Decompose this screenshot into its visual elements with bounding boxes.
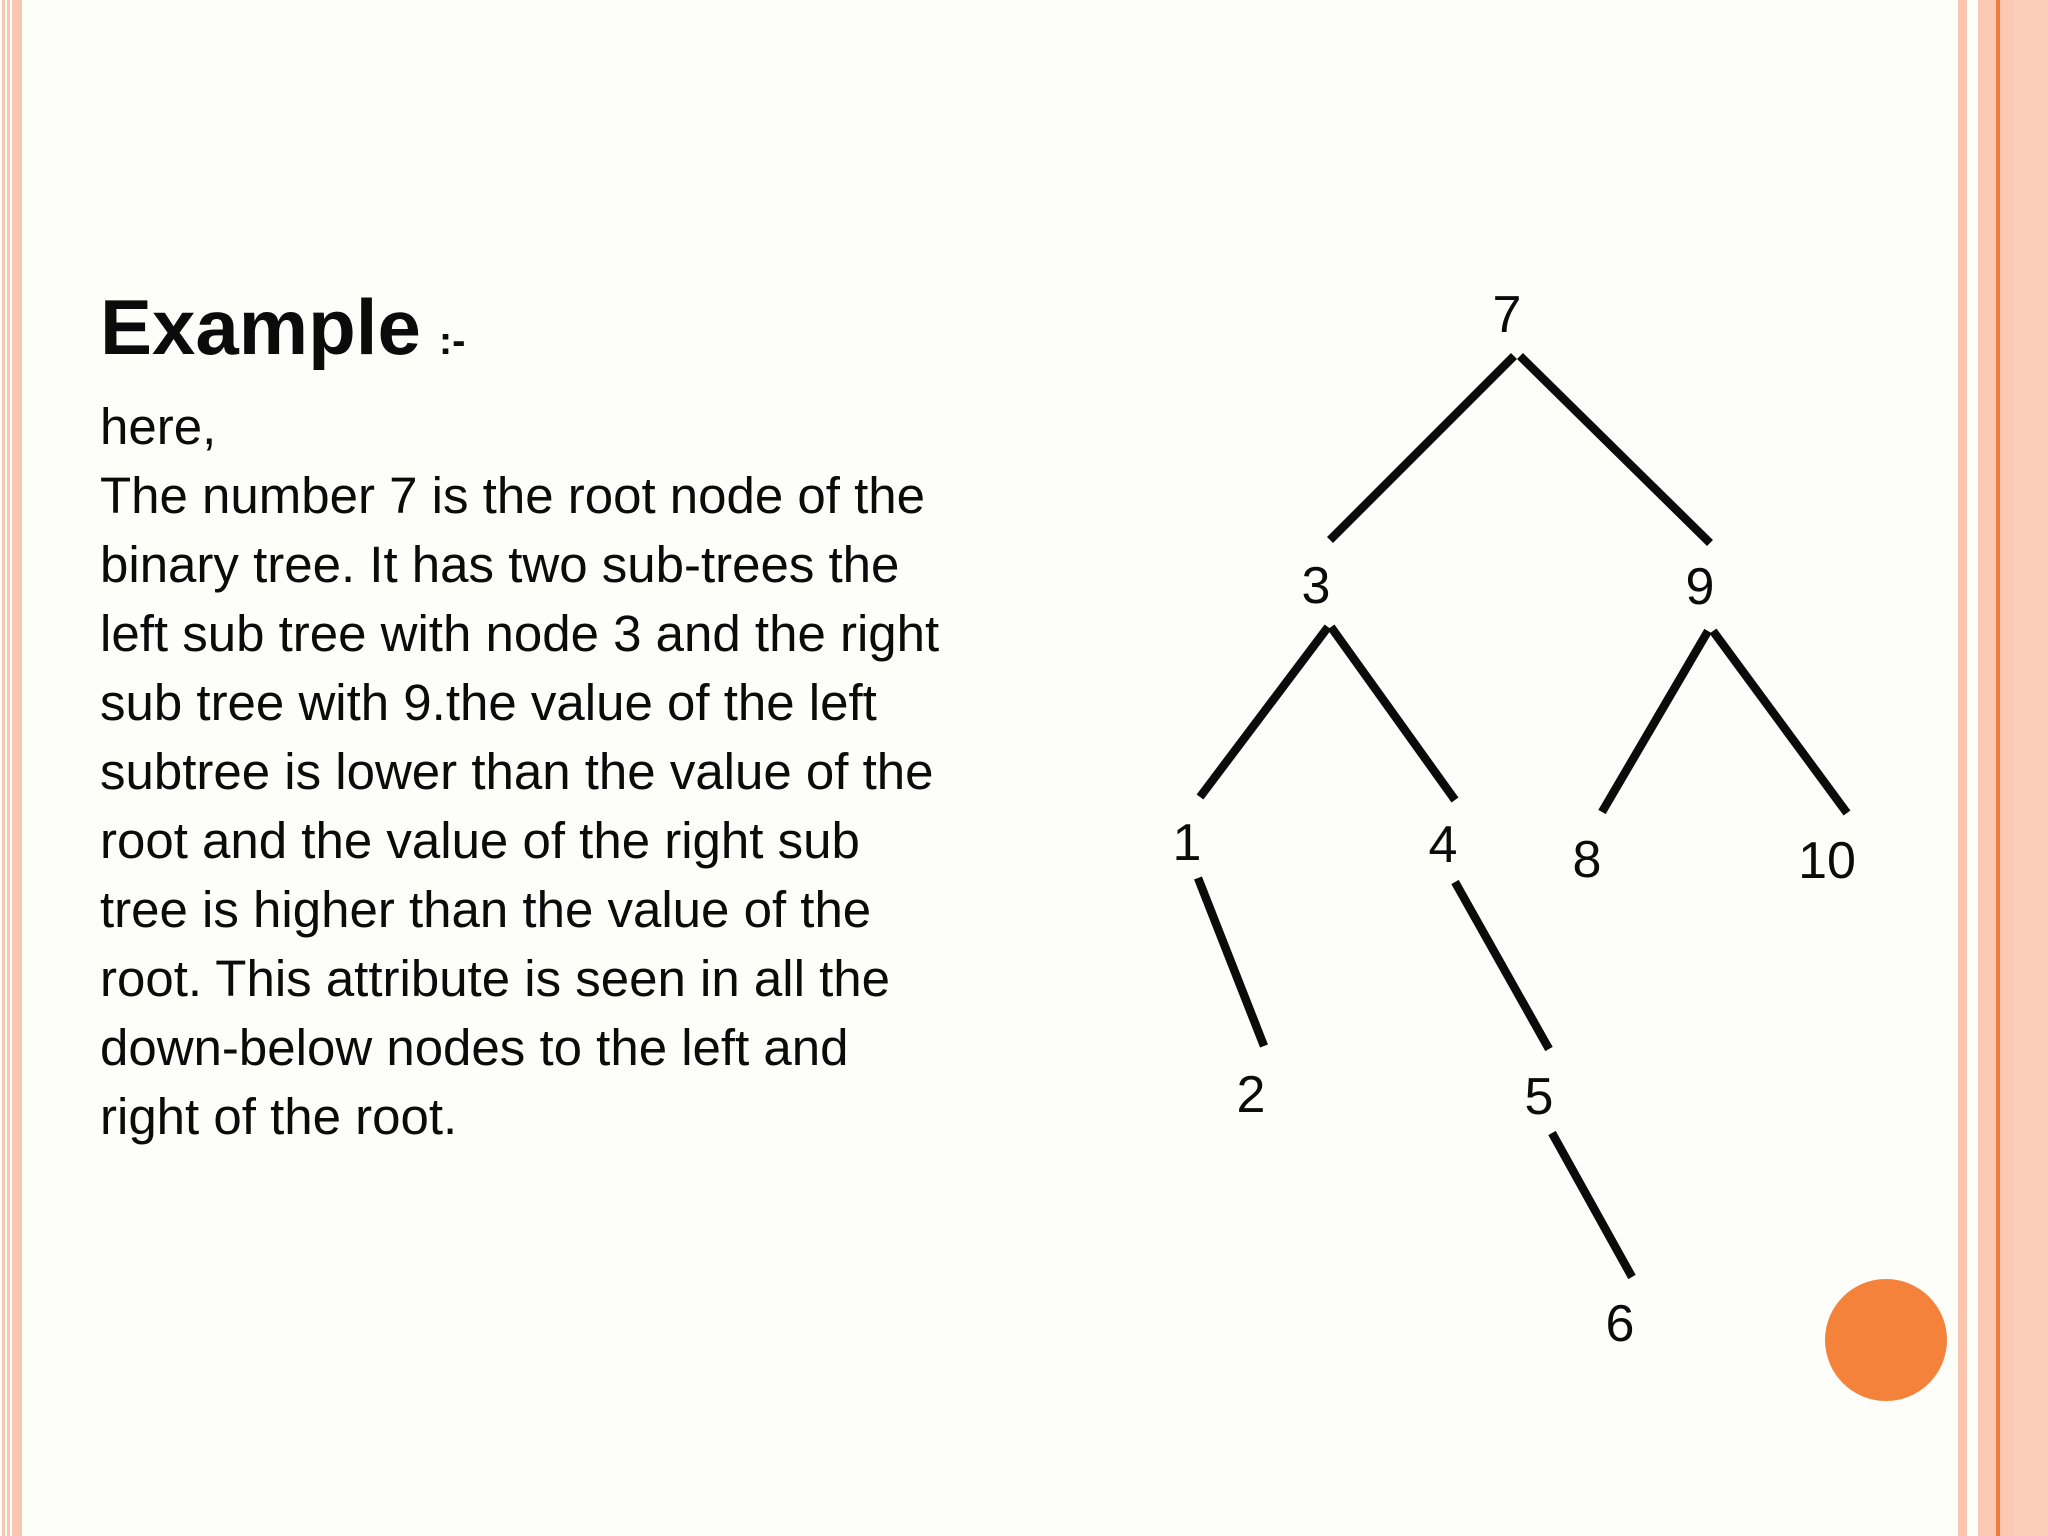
tree-node-label-2: 2 [1237, 1066, 1266, 1124]
tree-node-label-10: 10 [1798, 832, 1856, 890]
tree-node-label-7: 7 [1493, 286, 1522, 344]
right-border-stripe-3 [2014, 0, 2048, 1536]
title-text: Example [100, 283, 421, 371]
tree-edge-5-6 [1548, 1130, 1636, 1280]
tree-node-label-5: 5 [1525, 1068, 1554, 1126]
right-border-stripe-1 [1958, 0, 1967, 1536]
tree-node-label-4: 4 [1429, 816, 1458, 874]
tree-edge-4-5 [1451, 879, 1553, 1052]
tree-edge-9-10 [1709, 628, 1851, 816]
tree-edge-7-3 [1326, 352, 1518, 544]
tree-node-label-6: 6 [1606, 1295, 1635, 1353]
tree-node-label-3: 3 [1302, 557, 1331, 615]
left-border-stripe-2 [7, 0, 10, 1536]
tree-edge-3-1 [1196, 624, 1332, 800]
tree-node-label-1: 1 [1173, 814, 1202, 872]
left-border-stripe-3 [12, 0, 22, 1536]
left-border-stripe-1 [2, 0, 5, 1536]
tree-node-label-8: 8 [1573, 831, 1602, 889]
decorative-circle [1825, 1279, 1947, 1401]
title-suffix: :- [438, 319, 466, 363]
tree-edge-9-8 [1598, 628, 1712, 815]
tree-edge-7-9 [1517, 352, 1713, 547]
body-text: here, The number 7 is the root node of t… [100, 398, 940, 1145]
tree-edge-3-4 [1327, 624, 1459, 803]
right-border-accent-line [1996, 0, 2000, 1536]
tree-edge-1-2 [1194, 876, 1268, 1048]
tree-node-label-9: 9 [1686, 558, 1715, 616]
slide-title: Example:- [100, 288, 465, 366]
